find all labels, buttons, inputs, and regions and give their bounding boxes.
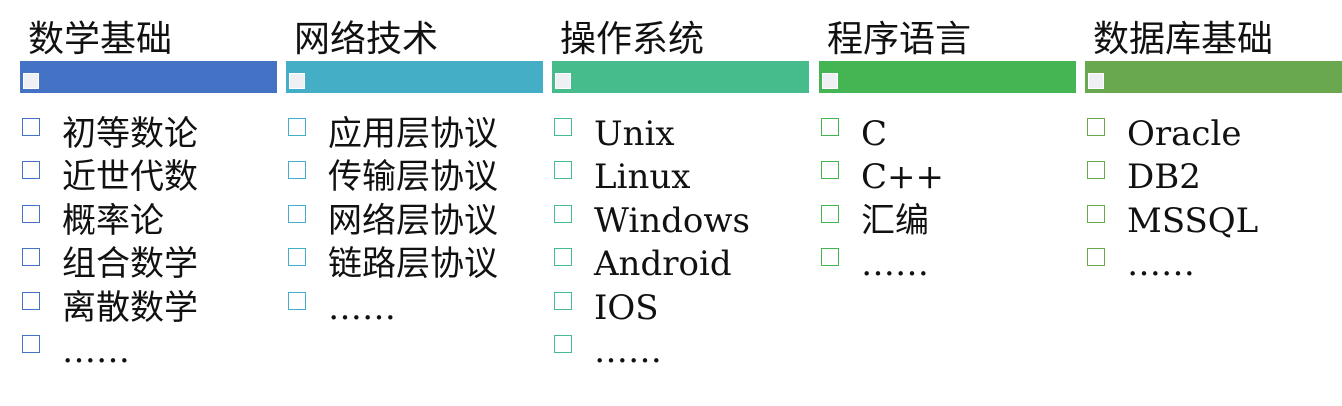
checkbox-icon [554,161,572,180]
checkbox-icon [822,73,838,89]
list-item-label: Unix [594,114,675,154]
checkbox-icon [554,334,572,353]
category-column-network: 网络技术 应用层协议 传输层协议 网络层协议 链路层协议 …… [286,0,544,406]
column-title: 数学基础 [28,19,173,60]
checkbox-icon [289,73,305,89]
category-column-programming: 程序语言 C C++ 汇编 …… [819,0,1077,406]
category-column-database: 数据库基础 Oracle DB2 MSSQL …… [1085,0,1342,406]
list-item-label: 离散数学 [62,287,198,328]
checkbox-icon [1087,118,1105,136]
list-item-label: 应用层协议 [328,114,498,154]
list-item-label: DB2 [1127,157,1201,198]
list-item-label: 链路层协议 [328,244,498,285]
checkbox-icon [288,248,306,267]
checkbox-icon [1087,161,1105,180]
checkbox-icon [22,118,40,136]
checkbox-icon [288,118,306,136]
checkbox-icon [1087,204,1105,223]
list-item-label: 概率论 [62,200,164,241]
list-item-label: 汇编 [861,200,929,241]
checkbox-icon [22,204,40,223]
list-item-label: Windows [594,200,750,241]
list-item-label: …… [594,330,662,371]
checkbox-icon [554,118,572,136]
checkbox-icon [22,291,40,310]
checkbox-icon [821,161,839,180]
list-item-label: 初等数论 [62,114,198,154]
checkbox-icon [22,334,40,353]
checkbox-icon [554,248,572,267]
column-header-bar [819,61,1076,93]
checkbox-icon [288,161,306,180]
checkbox-icon [555,73,571,89]
list-item-label: C [861,114,888,154]
list-item-label: Android [594,244,732,285]
checkbox-icon [1088,73,1104,89]
checkbox-icon [821,118,839,136]
column-header-bar [20,61,277,93]
column-header-bar [1085,61,1342,93]
checkbox-icon [23,73,39,89]
checkbox-icon [288,204,306,223]
column-title: 操作系统 [560,19,705,60]
list-item-label: IOS [594,287,659,328]
checkbox-icon [22,161,40,180]
column-title: 网络技术 [294,19,439,60]
list-item-label: C++ [861,157,944,198]
checkbox-icon [22,248,40,267]
list-item-label: …… [861,244,929,285]
checkbox-icon [821,204,839,223]
list-item-label: 近世代数 [62,157,198,198]
list-item-label: Linux [594,157,691,198]
list-item-label: 传输层协议 [328,157,498,198]
list-item-label: Oracle [1127,114,1242,154]
category-column-math: 数学基础 初等数论 近世代数 概率论 组合数学 离散数学 …… [20,0,278,406]
checkbox-icon [554,291,572,310]
list-item-label: 网络层协议 [328,200,498,241]
checkbox-icon [821,248,839,267]
checkbox-icon [1087,248,1105,267]
list-item-label: …… [328,287,396,328]
column-title: 数据库基础 [1093,19,1274,60]
column-title: 程序语言 [827,19,972,60]
column-header-bar [552,61,809,93]
list-item-label: MSSQL [1127,200,1259,241]
category-column-os: 操作系统 Unix Linux Windows Android IOS …… [552,0,810,406]
column-header-bar [286,61,543,93]
list-item-label: 组合数学 [62,244,198,285]
list-item-label: …… [1127,244,1195,285]
list-item-label: …… [62,330,130,371]
checkbox-icon [288,291,306,310]
checkbox-icon [554,204,572,223]
